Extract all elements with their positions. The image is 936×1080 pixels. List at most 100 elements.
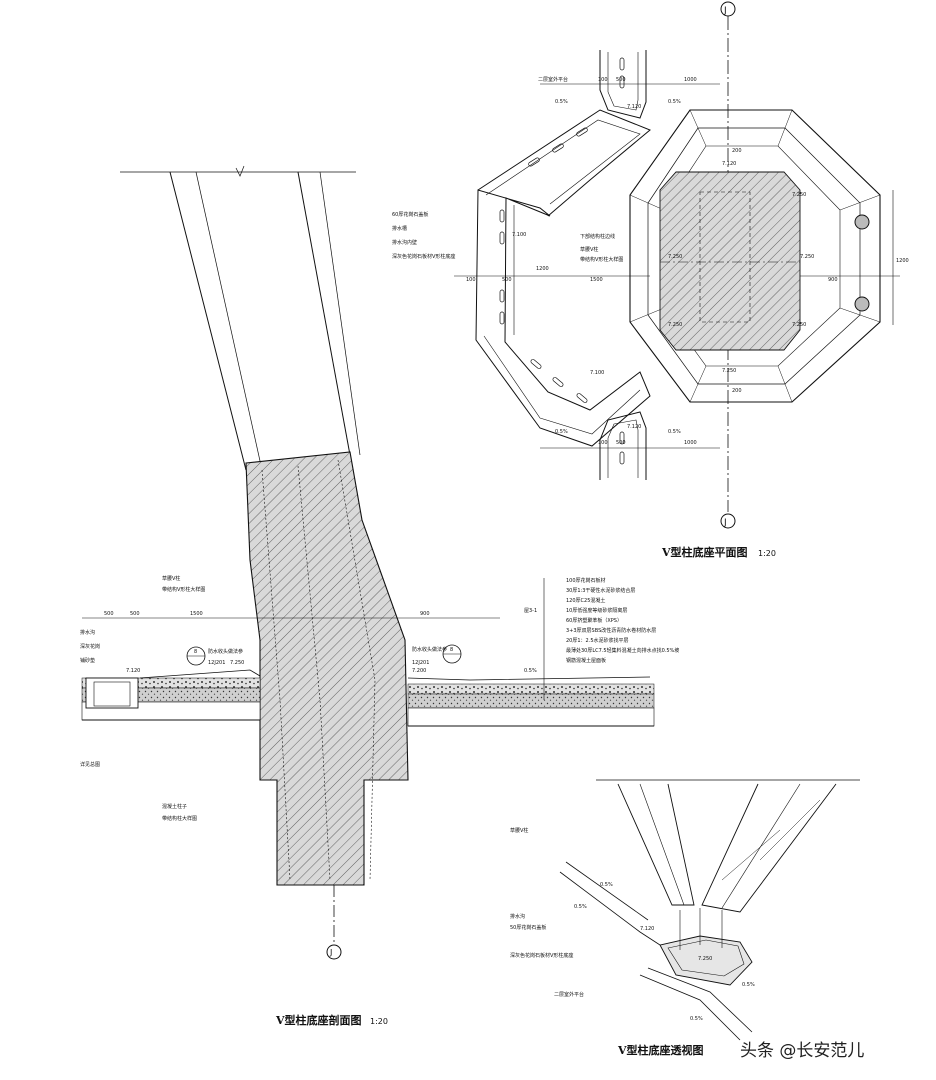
section-labels: 500 500 1500 900 草腰V柱 带结构V形柱大样图 排水沟 深灰花岗… bbox=[80, 575, 679, 1027]
section-left-label-5: 铺砂垫 bbox=[80, 657, 95, 664]
plan-elev-11: 7.250 bbox=[722, 368, 736, 374]
plan-dim-3: 1000 bbox=[684, 77, 697, 83]
perspective-labels: 草腰V柱 排水沟 50厚花岗石盖板 深灰色花岗石板材V形柱底座 二层室外平台 0… bbox=[510, 827, 755, 1057]
plan-dim-14: 1000 bbox=[684, 440, 697, 446]
plan-elev-4: 7.120 bbox=[627, 424, 641, 430]
section-dim-1: 500 bbox=[104, 611, 114, 617]
plan-elev-2: 7.100 bbox=[512, 232, 526, 238]
detail-marker-right bbox=[442, 644, 462, 664]
axis-bubble-section bbox=[326, 944, 342, 960]
plan-dimension-lines bbox=[454, 83, 900, 449]
plan-dim-5: 500 bbox=[502, 277, 512, 283]
section-title: V型柱底座剖面图 bbox=[275, 1013, 362, 1027]
column-right-outer bbox=[297, 171, 351, 456]
plan-dim-11: 200 bbox=[732, 388, 742, 394]
plan-elev-5: 7.120 bbox=[722, 161, 736, 167]
section-layer-7: 20厚1：2.5水泥砂浆找平层 bbox=[566, 637, 629, 644]
section-scale: 1:20 bbox=[370, 1017, 388, 1026]
section-elev-3: 7.200 bbox=[412, 668, 426, 674]
plan-elev-1: 7.120 bbox=[627, 104, 641, 110]
section-layer-6: 3+3厚双层SBS改性沥青防水卷材防水层 bbox=[566, 627, 656, 634]
detail-marker-right-label: 防水收头做法参 bbox=[412, 646, 447, 653]
plan-elev-8: 7.250 bbox=[800, 254, 814, 260]
plan-leader-2: 60厚花岗石盖板 bbox=[392, 211, 428, 218]
section-view bbox=[81, 165, 655, 960]
section-layer-8: 最薄处30厚LC7.5轻集料混凝土向排水点找0.5%坡 bbox=[566, 647, 679, 654]
plan-elev-10: 7.250 bbox=[792, 322, 806, 328]
plan-slope-3: 0.5% bbox=[555, 429, 568, 435]
plan-elev-7: 7.250 bbox=[668, 254, 682, 260]
plan-dim-10: 200 bbox=[732, 148, 742, 154]
plan-elev-3: 7.100 bbox=[590, 370, 604, 376]
perspective-left-arm bbox=[617, 783, 695, 906]
plan-leader-1: 二层室外平台 bbox=[538, 76, 568, 83]
detail-marker-right-num: 8 bbox=[450, 647, 453, 653]
axis-j-bottom-text: J bbox=[723, 518, 727, 528]
section-elev-4: 0.5% bbox=[524, 668, 537, 674]
plan-labels: J J 二层室外平台 60厚花岗石盖板 排水槽 排水沟内壁 深灰色花岗石板材V形… bbox=[392, 6, 909, 559]
perspective-drain bbox=[559, 861, 661, 946]
plan-leader-6: 下部结构柱边线 bbox=[580, 233, 615, 240]
section-bottom-left: 详见总图 bbox=[80, 761, 100, 768]
plan-channel-top bbox=[599, 50, 647, 119]
perspective-label-3: 50厚花岗石盖板 bbox=[510, 924, 546, 931]
section-lower-label-2: 带结构柱大样图 bbox=[162, 815, 197, 822]
plan-dim-8: 1200 bbox=[896, 258, 909, 264]
plan-dim-9: 1200 bbox=[536, 266, 549, 272]
perspective-title: V型柱底座透视图 bbox=[617, 1043, 704, 1057]
section-left-label-3: 排水沟 bbox=[80, 629, 95, 636]
plan-view bbox=[454, 1, 900, 529]
detail-marker-left-label: 防水收头做法参 bbox=[208, 648, 243, 655]
plan-dim-1: 100 bbox=[598, 77, 608, 83]
section-elev-1: 7.120 bbox=[126, 668, 140, 674]
plan-dim-12: 100 bbox=[598, 440, 608, 446]
column-left-outer bbox=[169, 171, 247, 471]
plan-leader-3: 排水槽 bbox=[392, 225, 407, 232]
section-left-label-4: 深灰花岗 bbox=[80, 643, 100, 650]
perspective-right-arm bbox=[701, 783, 837, 913]
plan-leader-8: 带结构V形柱大样图 bbox=[580, 256, 623, 263]
axis-bubble-bottom bbox=[720, 513, 736, 529]
section-elev-2: 7.250 bbox=[230, 660, 244, 666]
plan-scale: 1:20 bbox=[758, 549, 776, 558]
perspective-label-4: 深灰色花岗石板材V形柱底座 bbox=[510, 952, 573, 959]
section-dim-4: 900 bbox=[420, 611, 430, 617]
axis-bubble-top bbox=[720, 1, 736, 17]
plan-dim-13: 500 bbox=[616, 440, 626, 446]
section-layer-9: 钢筋混凝土屋面板 bbox=[566, 657, 606, 664]
plan-leader-5: 深灰色花岗石板材V形柱底座 bbox=[392, 253, 455, 260]
plan-elev-6: 7.250 bbox=[792, 192, 806, 198]
plan-drain-outer bbox=[475, 189, 651, 447]
section-layers-title: 屋3-1 bbox=[524, 608, 537, 614]
perspective-label-5: 二层室外平台 bbox=[554, 991, 584, 998]
plan-title: V型柱底座平面图 bbox=[661, 545, 748, 559]
detail-marker-right-ref: 12J201 bbox=[412, 660, 429, 666]
section-layer-3: 120厚C25混凝土 bbox=[566, 597, 605, 604]
plan-dim-2: 500 bbox=[616, 77, 626, 83]
section-left-label-2: 带结构V形柱大样图 bbox=[162, 586, 205, 593]
section-left-label-1: 草腰V柱 bbox=[162, 575, 180, 582]
perspective-label-2: 排水沟 bbox=[510, 913, 525, 920]
perspective-view bbox=[559, 779, 860, 1041]
perspective-slope-1: 0.5% bbox=[600, 882, 613, 888]
perspective-label-1: 草腰V柱 bbox=[510, 827, 528, 834]
detail-marker-left bbox=[186, 646, 206, 666]
section-dim-3: 1500 bbox=[190, 611, 203, 617]
section-dim-2: 500 bbox=[130, 611, 140, 617]
plan-slope-1: 0.5% bbox=[555, 99, 568, 105]
perspective-slope-2: 0.5% bbox=[574, 904, 587, 910]
detail-marker-left-ref: 12J201 bbox=[208, 660, 225, 666]
axis-j-section-text: J bbox=[329, 948, 332, 957]
plan-slope-2: 0.5% bbox=[668, 99, 681, 105]
plan-dim-4: 100 bbox=[466, 277, 476, 283]
section-layer-5: 60厚挤塑聚苯板（XPS） bbox=[566, 617, 622, 624]
plan-slope-4: 0.5% bbox=[668, 429, 681, 435]
drain-slots bbox=[499, 57, 625, 465]
plan-dim-6: 1500 bbox=[590, 277, 603, 283]
perspective-elev-2: 7.250 bbox=[698, 956, 712, 962]
section-pedestal bbox=[245, 451, 409, 886]
perspective-slope-3: 0.5% bbox=[742, 982, 755, 988]
section-layer-2: 30厚1:3干硬性水泥砂浆结合层 bbox=[566, 587, 635, 594]
plan-leader-4: 排水沟内壁 bbox=[392, 239, 417, 246]
